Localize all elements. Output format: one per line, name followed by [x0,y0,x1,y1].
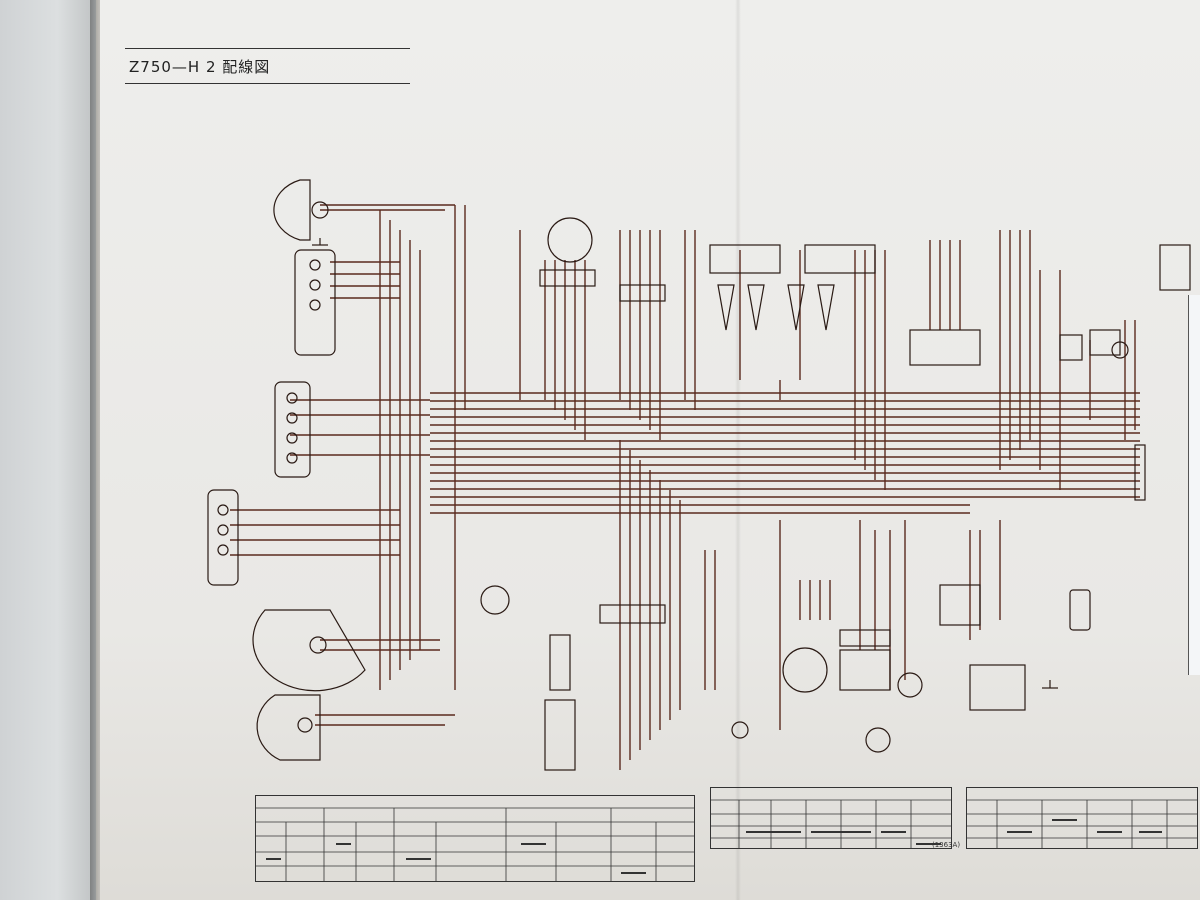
right-connector-icon [1159,244,1191,291]
wiring-sheet [100,0,1200,900]
headlight-low-icon [252,609,366,692]
starter-relay-icon [897,672,923,698]
alternator-icon [782,647,828,693]
left-handlebar-switch-table [255,795,695,882]
meter-cluster-icon [294,249,336,356]
left-page-edge [0,0,96,900]
right-handlebar-switch-table [966,787,1198,849]
wiring-diagram [207,179,1191,771]
fuse-block-icon [939,584,981,626]
left-feeders [230,204,455,726]
turn-signal-group-icon [274,381,311,478]
neutral-switch-icon [731,721,749,739]
sheet-fold [735,0,741,900]
starter-motor-icon [865,727,891,753]
figure-code: (1363A) [932,841,961,849]
tail-lamp-icon [256,694,321,761]
horn-icon [480,585,510,615]
top-verticals [519,230,961,490]
regulator-icon [1059,334,1083,361]
handlebar-switch-icon [544,699,576,771]
battery-icon [969,664,1026,711]
combination-meter-icon [547,217,593,263]
page-title: Z750—H 2 配線図 [129,58,271,76]
title-block: Z750—H 2 配線図 [125,48,410,84]
igniter-box-icon [909,329,981,366]
connector-strip-icon [599,604,666,624]
left-verticals [379,205,466,690]
taillight-group-icon [207,489,239,586]
brake-switch-icon [1069,589,1091,631]
adjacent-page-edge [1188,295,1200,675]
ignition-switch-table [710,787,952,849]
ignition-coil-icon [709,244,781,274]
rectifier-icon [839,649,891,691]
headlight-top-icon [273,179,311,241]
harness-bus [430,392,1140,514]
right-verticals [999,230,1136,490]
